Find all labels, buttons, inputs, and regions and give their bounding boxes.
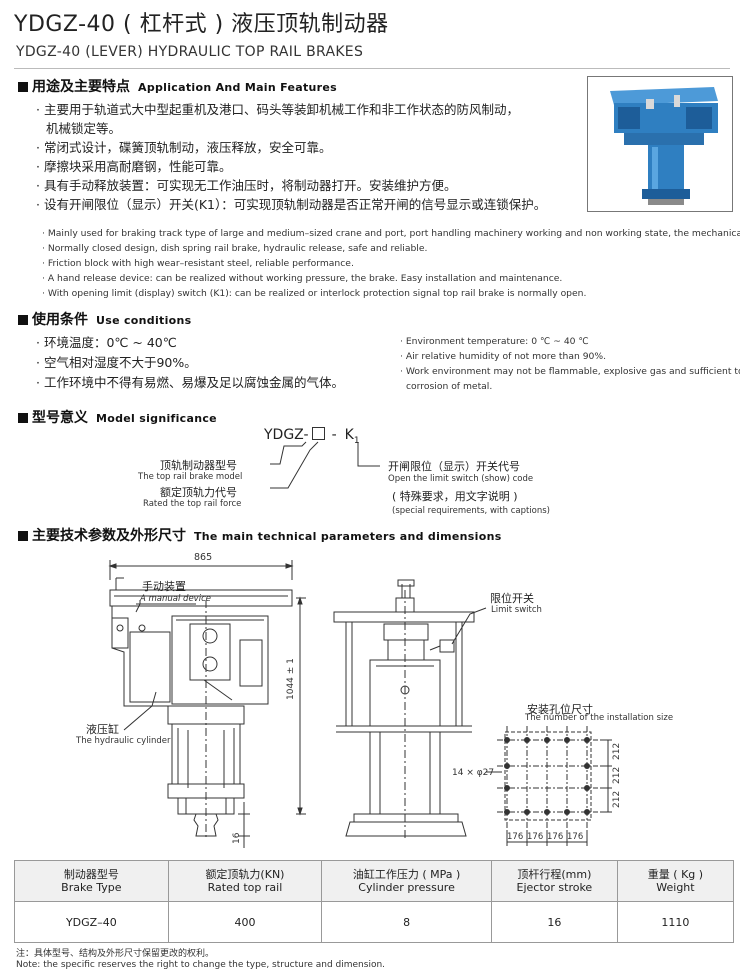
dim-176-d: 176 [567,832,584,842]
model-left2-en: Rated the top rail force [143,499,242,509]
list-item: · Work environment may not be flammable,… [400,366,740,377]
list-item: · Friction block with high wear–resistan… [42,258,354,269]
list-item: · 工作环境中不得有易燃、易爆及足以腐蚀金属的气体。 [36,375,344,390]
install-holes-cn: 安装孔位尺寸 [527,703,593,716]
manual-device-cn: 手动装置 [142,580,186,593]
manual-device-en: A manual device [140,594,211,604]
dim-212-a: 212 [612,742,622,760]
placeholder-box [311,427,325,440]
list-item: · 具有手动释放装置：可实现无工作油压时，将制动器打开。安装维护方便。 [36,178,457,193]
application-cn-list: · 主要用于轨道式大中型起重机及港口、码头等装卸机械工作和非工作状态的防风制动，… [36,100,546,214]
footer-note-cn: 注：具体型号、结构及外形尺寸保留更改的权利。 [16,949,215,959]
dim-176-b: 176 [527,832,544,842]
limit-switch-en: Limit switch [491,605,542,615]
install-holes-en: The number of the installation size [525,713,674,723]
list-item: · Air relative humidity of not more than… [400,351,607,362]
table-header-cell: 油缸工作压力 ( MPa )Cylinder pressure [321,860,492,902]
table-cell: YDGZ–40 [14,901,169,943]
dim-865: 865 [194,552,213,563]
square-bullet-icon [18,413,28,423]
list-item: 机械锁定等。 [46,121,122,136]
square-bullet-icon [18,315,28,325]
model-left2-cn: 额定顶轨力代号 [160,486,237,499]
list-item: · 摩擦块采用高耐磨钢，性能可靠。 [36,159,232,174]
list-item: · With opening limit (display) switch (K… [42,288,587,299]
list-item: · A hand release device: can be realized… [42,273,563,284]
table-cell: 16 [490,901,618,943]
table-cell: 400 [167,901,323,943]
dim-16: 16 [232,832,242,844]
model-left1-en: The top rail brake model [138,472,243,482]
table-header-cell: 额定顶轨力(KN)Rated top rail [167,860,323,902]
dim-176-a: 176 [507,832,524,842]
list-item: · 设有开闸限位（显示）开关(K1）：可实现顶轨制动器是否正常开闸的信号显示或连… [36,197,547,212]
hydraulic-cylinder-en: The hydraulic cylinder [76,736,171,746]
list-item: corrosion of metal. [406,381,493,392]
hydraulic-cylinder-cn: 液压缸 [86,723,119,736]
page-subtitle: YDGZ-40 (LEVER) HYDRAULIC TOP RAIL BRAKE… [16,44,364,60]
limit-switch-cn: 限位开关 [490,592,534,605]
table-cell: 8 [321,901,492,943]
list-item: · Normally closed design, dish spring ra… [42,243,428,254]
list-item: · 空气相对湿度不大于90%。 [36,355,197,370]
table-header-cell: 顶杆行程(mm)Ejector stroke [490,860,618,902]
model-leader-lines [270,441,380,489]
model-right2-en: (special requirements, with captions) [392,506,550,516]
use-en-list: · Environment temperature: 0 ℃ ~ 40 ℃ · … [400,334,740,394]
use-cn-list: · 环境温度：0℃ ~ 40℃ · 空气相对湿度不大于90%。 · 工作环境中不… [36,333,344,393]
model-code: YDGZ--K1 [264,427,360,446]
table-cell: 1110 [616,901,735,943]
square-bullet-icon [18,82,28,92]
title-divider [14,68,730,69]
table-header-cell: 重量 ( Kg )Weight [616,860,735,902]
dim-176-c: 176 [547,832,564,842]
list-item: · Mainly used for braking track type of … [42,228,740,239]
table-row: YDGZ–40 400 8 16 1110 [14,901,735,943]
application-en-list: · Mainly used for braking track type of … [42,226,740,301]
brake-photo-icon [588,77,732,211]
model-right2-cn: ( 特殊要求，用文字说明 ) [392,490,518,503]
dim-212-c: 212 [612,790,622,808]
square-bullet-icon [18,531,28,541]
technical-drawing [108,560,612,848]
product-photo [587,76,733,212]
model-right-en: Open the limit switch (show) code [388,474,534,484]
list-item: · Environment temperature: 0 ℃ ~ 40 ℃ [400,336,589,347]
model-left1-cn: 顶轨制动器型号 [160,459,237,472]
mounting-holes [504,737,590,815]
dim-212-b: 212 [612,766,622,784]
dim-1044: 1044 ± 1 [286,658,296,700]
list-item: · 常闭式设计，碟簧顶轨制动，液压释放，安全可靠。 [36,140,332,155]
footer-note-en: Note: the specific reserves the right to… [16,960,386,970]
holes-spec: 14 × φ27 [452,768,495,778]
page-title: YDGZ-40 ( 杠杆式 ) 液压顶轨制动器 [14,12,389,37]
list-item: · 环境温度：0℃ ~ 40℃ [36,335,177,350]
model-right-cn: 开闸限位（显示）开关代号 [388,460,520,473]
list-item: · 主要用于轨道式大中型起重机及港口、码头等装卸机械工作和非工作状态的防风制动， [36,102,519,117]
